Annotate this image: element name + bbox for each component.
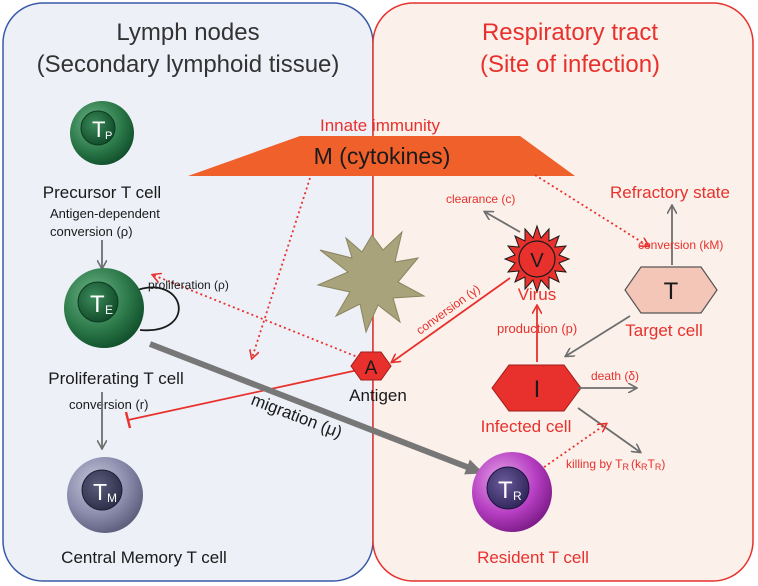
inhibit-bar	[124, 411, 132, 429]
lymph-title-line1: Lymph nodes	[116, 19, 259, 46]
antigen-inhibit-line	[127, 369, 359, 421]
antigen-hexagon	[350, 351, 392, 381]
precursor-sub: P	[105, 130, 112, 142]
resident-sub: R	[513, 489, 522, 503]
ag-conversion-line1: Antigen-dependent	[50, 206, 160, 221]
target-to-infected-arrow	[566, 315, 631, 356]
proliferating-glyph: T	[90, 291, 105, 318]
killing-label: killing by TR(kRTR)	[566, 457, 665, 472]
proliferating-t-cell: T E	[64, 268, 180, 348]
killing-sub2: R	[641, 462, 648, 472]
antigen-to-proliferating-dotted	[153, 275, 361, 359]
refractory-label: Refractory state	[610, 183, 730, 202]
infected-cell-hexagon	[491, 364, 582, 412]
proliferation-loop	[131, 286, 180, 331]
killing-sub1: R	[622, 462, 629, 472]
innate-immunity-label: Innate immunity	[320, 116, 440, 135]
target-cell-hexagon	[624, 266, 718, 314]
proliferating-label: Proliferating T cell	[48, 369, 183, 388]
resident-label: Resident T cell	[477, 548, 589, 567]
infected-to-killed-arrow	[577, 407, 640, 452]
killing-mid: (k	[631, 457, 642, 471]
precursor-glyph: T	[92, 117, 105, 142]
infected-glyph: I	[534, 376, 541, 403]
cytokines-label: M (cytokines)	[314, 143, 451, 169]
antigen-glyph: A	[365, 358, 378, 379]
dendritic-cell-icon	[316, 230, 426, 334]
killing-mid2: T	[647, 457, 655, 471]
lymph-node-panel	[2, 2, 374, 582]
virus-clearance-arrow	[485, 212, 521, 233]
cytokine-trapezoid	[188, 136, 575, 176]
resp-title-line1: Respiratory tract	[482, 19, 658, 46]
proliferating-sub: E	[105, 303, 113, 317]
killing-sub3: R	[655, 462, 662, 472]
resident-t-cell: T R	[472, 452, 552, 532]
target-label: Target cell	[625, 321, 702, 340]
target-glyph: T	[664, 278, 679, 305]
ag-conversion-line2: conversion (ρ)	[50, 224, 133, 239]
conversion-r-label: conversion (r)	[69, 397, 148, 412]
infected-label: Infected cell	[481, 417, 572, 436]
virus-label: Virus	[518, 285, 556, 304]
precursor-label: Precursor T cell	[43, 183, 161, 202]
memory-sub: M	[107, 491, 117, 505]
m-to-proliferating-dotted	[252, 177, 311, 358]
virus-glyph: V	[530, 250, 544, 272]
production-label: production (p)	[497, 321, 577, 336]
resp-title-line2: (Site of infection)	[480, 51, 660, 78]
memory-t-cell: T M	[67, 457, 143, 533]
conversion-km-label: conversion (kM)	[638, 238, 723, 252]
resident-glyph: T	[498, 477, 513, 504]
migration-arrow	[148, 341, 484, 475]
precursor-t-cell: T P	[70, 101, 134, 165]
lymph-title-line2: (Secondary lymphoid tissue)	[37, 51, 340, 78]
resident-killing-dotted	[539, 424, 606, 471]
memory-glyph: T	[93, 479, 107, 505]
clearance-label: clearance (c)	[446, 192, 515, 206]
memory-label: Central Memory T cell	[61, 548, 227, 567]
killing-end: )	[661, 457, 665, 471]
antigen-label: Antigen	[349, 386, 407, 405]
virus-to-antigen-arrow	[392, 277, 511, 362]
death-label: death (δ)	[591, 369, 639, 383]
proliferation-label: proliferation (ρ)	[148, 278, 229, 292]
killing-prefix: killing by T	[566, 457, 623, 471]
m-to-target-dotted	[534, 174, 648, 246]
